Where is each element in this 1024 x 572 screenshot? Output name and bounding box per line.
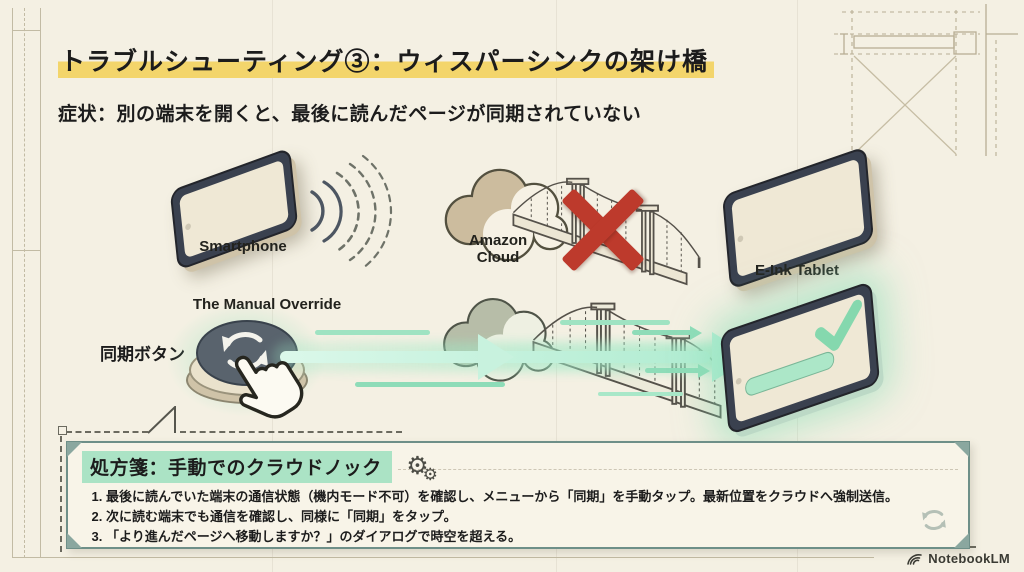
blueprint-decoration xyxy=(834,4,1018,156)
frame-line xyxy=(40,8,41,558)
callout-pointer xyxy=(148,406,176,434)
prescription-steps: 最後に読んでいた端末の通信状態（機内モード不可）を確認し、メニューから「同期」を… xyxy=(68,487,968,547)
progress-bar xyxy=(744,349,835,398)
hand-pointer-icon xyxy=(234,355,304,419)
watermark: NotebookLM xyxy=(906,551,1010,566)
prescription-box: 処方箋：手動でのクラウドノック ⚙⚙ 最後に読んでいた端末の通信状態（機内モード… xyxy=(66,441,970,549)
error-x-icon xyxy=(553,182,653,277)
prescription-title: 処方箋：手動でのクラウドノック xyxy=(82,451,392,483)
checkmark-icon xyxy=(814,299,863,351)
cloud-label-line2: Cloud xyxy=(476,249,520,266)
callout-anchor xyxy=(58,426,67,435)
box-corner xyxy=(954,533,969,548)
paper-crease xyxy=(272,0,273,572)
box-corner xyxy=(67,442,82,457)
frame-bottom-line xyxy=(12,557,874,558)
sync-icon xyxy=(922,509,946,531)
frame-line xyxy=(12,8,13,558)
frame-tick xyxy=(12,250,40,251)
box-corner xyxy=(954,442,969,457)
gears-icon: ⚙ xyxy=(406,452,429,480)
eink-tablet-label: E-Ink Tablet xyxy=(755,262,839,279)
callout-dash xyxy=(66,431,148,433)
sync-button-label: 同期ボタン xyxy=(100,345,185,364)
synced-tablet-screen xyxy=(729,292,871,424)
synced-tablet-illustration xyxy=(719,280,881,436)
symptom-text: 症状：別の端末を開くと、最後に読んだページが同期されていない xyxy=(58,104,642,125)
cloud-label-line1: Amazon xyxy=(468,232,528,249)
page-title: トラブルシューティング③：ウィスパーシンクの架け橋 xyxy=(58,42,715,78)
notebooklm-icon xyxy=(907,553,923,565)
cloud-label: Amazon Cloud xyxy=(448,232,548,266)
paper-crease xyxy=(556,0,557,572)
smartphone-label: Smartphone xyxy=(199,238,287,255)
prescription-step-2: 次に読む端末でも通信を確認し、同様に「同期」をタップ。 xyxy=(106,507,954,527)
callout-dash xyxy=(60,436,62,552)
watermark-text: NotebookLM xyxy=(928,551,1010,566)
box-corner xyxy=(67,533,82,548)
radio-waves-icon xyxy=(310,154,393,268)
callout-dash xyxy=(180,431,402,433)
paper-crease xyxy=(797,0,798,572)
page-title-text: トラブルシューティング③：ウィスパーシンクの架け橋 xyxy=(58,47,715,78)
frame-tick xyxy=(12,30,40,31)
eink-tablet-screen xyxy=(731,158,865,278)
frame-dashed-line xyxy=(24,8,25,558)
prescription-step-3: 「より進んだページへ移動しますか？」のダイアログで時空を超える。 xyxy=(106,527,954,547)
prescription-step-1: 最後に読んでいた端末の通信状態（機内モード不可）を確認し、メニューから「同期」を… xyxy=(106,487,954,507)
gears-icon-small: ⚙ xyxy=(422,465,438,484)
